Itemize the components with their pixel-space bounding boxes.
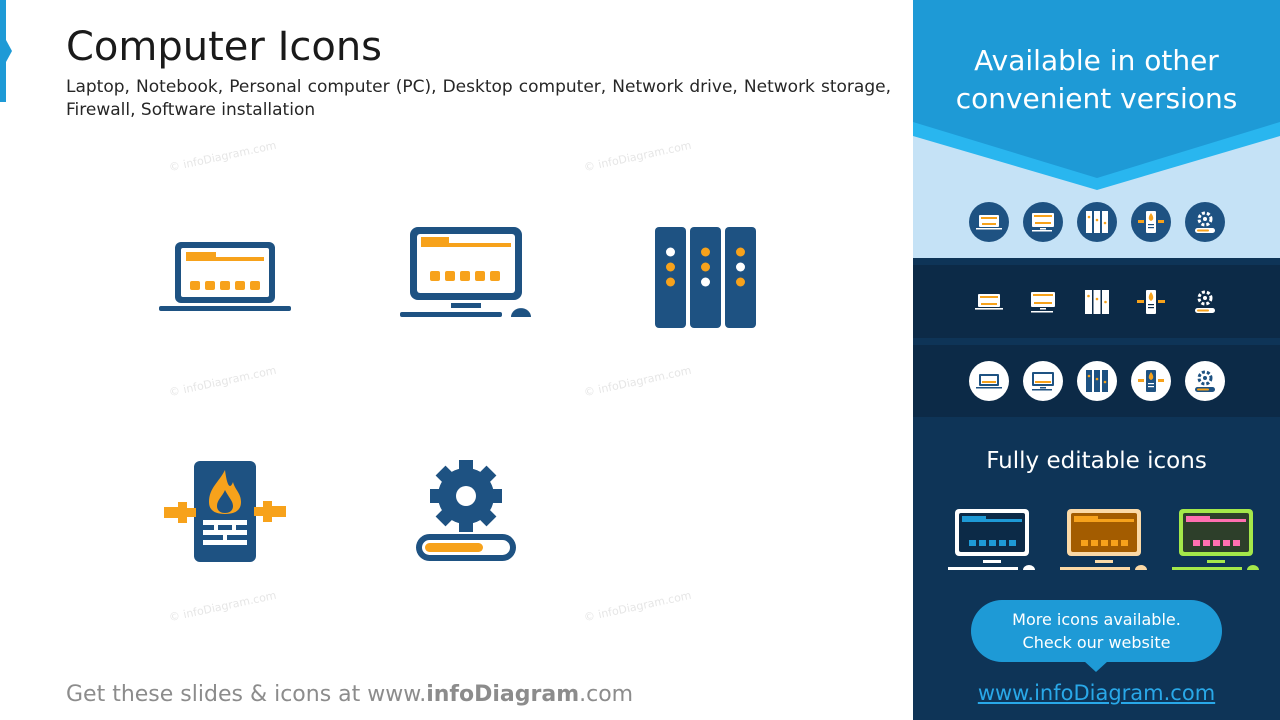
laptop-icon xyxy=(968,361,1009,401)
footer-prefix: Get these slides & icons at www. xyxy=(66,682,427,707)
versions-side-panel: Available in other convenient versions xyxy=(913,0,1280,720)
bubble-line-2: Check our website xyxy=(1022,633,1171,652)
page-title: Computer Icons xyxy=(66,24,383,70)
desktop-computer-icon xyxy=(400,227,531,317)
laptop-icon xyxy=(968,202,1009,242)
desktop-computer-icon-orange-variant xyxy=(1060,509,1147,570)
editable-icons-title: Fully editable icons xyxy=(986,448,1207,474)
firewall-icon xyxy=(1130,361,1171,401)
desktop-computer-icon xyxy=(1022,202,1063,242)
network-storage-icon xyxy=(1077,282,1117,322)
panel-header-text: Available in other convenient versions xyxy=(955,44,1238,115)
bubble-line-1: More icons available. xyxy=(1012,610,1181,629)
footer-suffix: .com xyxy=(579,682,634,707)
firewall-icon xyxy=(1131,282,1171,322)
network-storage-icon xyxy=(655,227,756,328)
watermark: © infoDiagram.com xyxy=(167,588,278,625)
firewall-icon xyxy=(164,461,286,562)
footer-brand: infoDiagram xyxy=(426,682,580,707)
icon-version-row-white-circles xyxy=(913,361,1280,401)
website-link[interactable]: www.infoDiagram.com xyxy=(977,681,1216,705)
software-installation-icon xyxy=(1184,361,1225,401)
watermark: © infoDiagram.com xyxy=(167,363,278,400)
laptop-icon xyxy=(969,282,1009,322)
icon-version-row-flat-icons xyxy=(913,282,1280,322)
firewall-icon xyxy=(1130,202,1171,242)
slide-accent-tab xyxy=(0,0,12,102)
footer-promo: Get these slides & icons at www.infoDiag… xyxy=(66,682,633,707)
watermark: © infoDiagram.com xyxy=(167,138,278,175)
software-installation-icon xyxy=(1184,202,1225,242)
software-installation-icon xyxy=(1185,282,1225,322)
desktop-computer-icon-green-variant xyxy=(1172,509,1259,570)
software-installation-icon xyxy=(416,460,516,561)
watermark: © infoDiagram.com xyxy=(582,138,693,175)
laptop-icon xyxy=(159,242,291,311)
icon-version-row-circles xyxy=(913,202,1280,242)
network-storage-icon xyxy=(1076,202,1117,242)
page-subtitle: Laptop, Notebook, Personal computer (PC)… xyxy=(66,77,891,120)
desktop-computer-icon-white-variant xyxy=(948,509,1035,570)
watermark: © infoDiagram.com xyxy=(582,363,693,400)
desktop-computer-icon xyxy=(1022,361,1063,401)
network-storage-icon xyxy=(1076,361,1117,401)
more-icons-bubble[interactable]: More icons available. Check our website xyxy=(971,600,1222,672)
desktop-computer-icon xyxy=(1023,282,1063,322)
watermark: © infoDiagram.com xyxy=(582,588,693,625)
